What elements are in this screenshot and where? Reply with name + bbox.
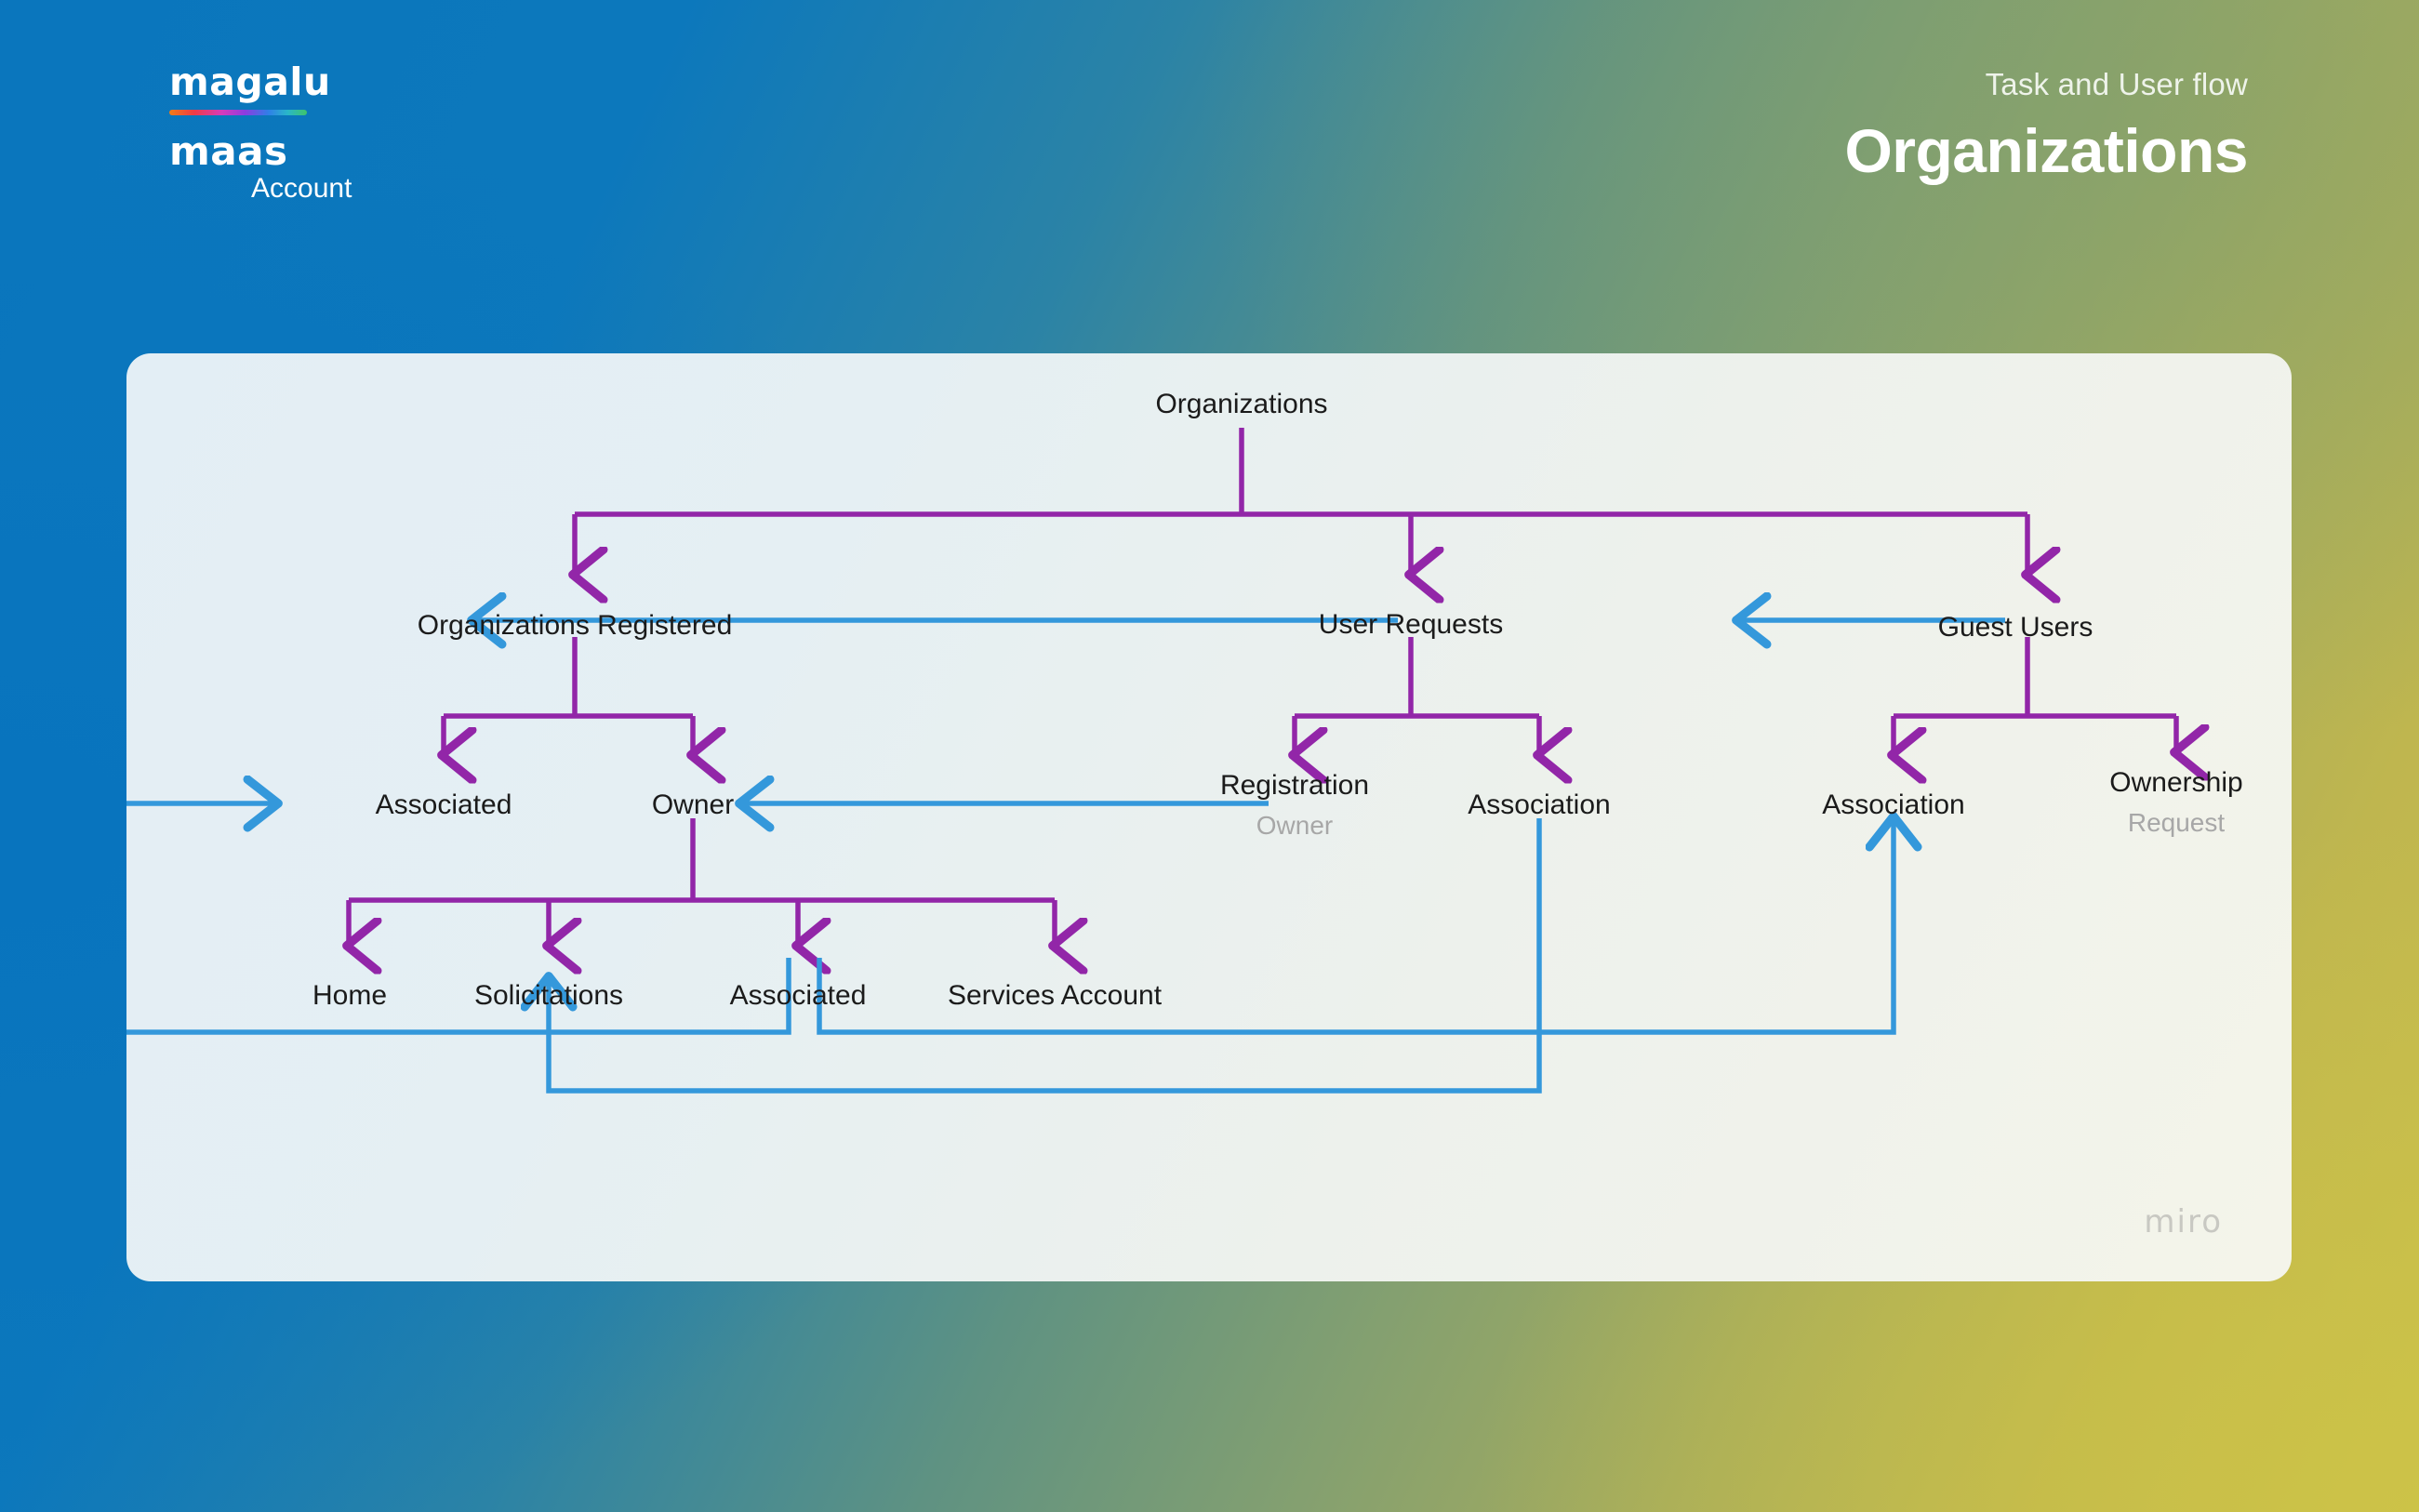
rainbow-gradient-bar [169, 110, 307, 115]
flow-diagram: Organizations Organizations Registered U… [126, 353, 2292, 1281]
brand-logo: magalu maas Account [169, 63, 467, 203]
node-home[interactable]: Home [312, 980, 387, 1012]
node-label: Guest Users [1937, 612, 2093, 643]
page-title: Organizations [1844, 116, 2248, 185]
purple-hierarchy-connectors [349, 428, 2176, 946]
node-sublabel: Owner [1256, 811, 1334, 840]
node-user-requests[interactable]: User Requests [1319, 609, 1503, 641]
node-label: Organizations [1155, 389, 1328, 419]
node-association-center[interactable]: Association [1468, 789, 1610, 821]
flow-association-to-solicitations [549, 818, 1542, 1094]
flow-associatedleaf-to-associated [126, 803, 791, 1035]
node-label: Solicitations [473, 980, 624, 1011]
node-label: Services Account [947, 980, 1163, 1011]
node-organizations[interactable]: Organizations [1155, 389, 1327, 420]
maas-wordmark: maas [169, 128, 288, 174]
header-kicker: Task and User flow [1985, 67, 2248, 101]
flow-associatedleaf-to-associationright [817, 818, 1894, 1035]
node-label: Home [312, 980, 388, 1011]
diagram-card: Organizations Organizations Registered U… [126, 353, 2292, 1281]
node-label: Ownership [2109, 767, 2243, 798]
node-label: Associated [375, 789, 512, 820]
account-wordmark: Account [251, 173, 352, 204]
magalu-wordmark: magalu [169, 60, 331, 104]
node-registration[interactable]: Registration Owner [1220, 770, 1369, 841]
blue-flow-connectors [126, 620, 2005, 1094]
node-label: User Requests [1318, 609, 1504, 640]
node-solicitations[interactable]: Solicitations [474, 980, 623, 1012]
node-owner[interactable]: Owner [652, 789, 734, 821]
node-organizations-registered[interactable]: Organizations Registered [418, 610, 733, 642]
node-label: Association [1468, 789, 1611, 820]
node-sublabel: Request [2127, 808, 2226, 837]
node-guest-users[interactable]: Guest Users [1938, 612, 2093, 643]
header-titles: Task and User flow Organizations [1844, 67, 2248, 186]
miro-watermark: miro [2144, 1203, 2223, 1240]
node-associated-level3[interactable]: Associated [376, 789, 512, 821]
node-associated-leaf[interactable]: Associated [730, 980, 867, 1012]
node-label: Associated [729, 980, 867, 1011]
node-label: Owner [651, 789, 735, 820]
node-label: Association [1822, 789, 1965, 820]
node-association-right[interactable]: Association [1822, 789, 1964, 821]
node-ownership[interactable]: Ownership Request [2109, 767, 2242, 838]
node-label: Organizations Registered [417, 610, 733, 641]
node-label: Registration [1219, 770, 1370, 801]
connector-layer [126, 428, 2292, 1094]
node-services-account[interactable]: Services Account [948, 980, 1162, 1012]
